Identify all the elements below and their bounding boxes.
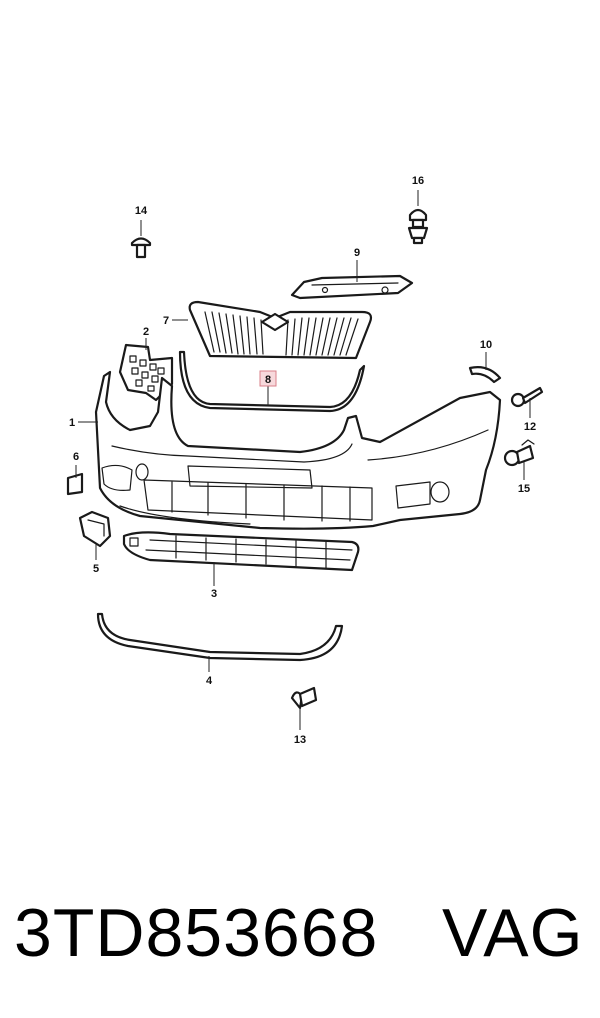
part-5-cover — [78, 510, 112, 548]
callout-14: 14 — [135, 205, 148, 217]
callout-1: 1 — [69, 417, 75, 429]
callout-3: 3 — [211, 588, 217, 600]
footer-caption: 3TD853668 VAG — [14, 888, 594, 978]
callout-4: 4 — [206, 675, 213, 687]
part-14-screw — [130, 237, 152, 259]
callout-2: 2 — [143, 326, 149, 338]
callout-labels: 14 16 9 7 8 2 10 12 15 1 6 5 3 4 13 — [69, 175, 536, 746]
part-12-screw — [510, 386, 544, 408]
callout-12: 12 — [524, 421, 536, 433]
part-number-text: 3TD853668 — [14, 895, 379, 971]
callout-13: 13 — [294, 734, 306, 746]
part-10-trim — [468, 366, 502, 384]
callout-5: 5 — [93, 563, 99, 575]
parts-diagram: 14 16 9 7 8 2 10 12 15 1 6 5 3 4 13 — [66, 175, 544, 746]
callout-10: 10 — [480, 339, 492, 351]
part-16-clip — [407, 208, 429, 245]
part-4-spoiler — [96, 612, 344, 662]
brand-text: VAG — [442, 895, 584, 971]
callout-15: 15 — [518, 483, 530, 495]
highlight-box-8 — [259, 370, 277, 387]
part-2-bracket — [118, 343, 174, 402]
part-9-bracket — [290, 274, 414, 300]
part-8-trim-strip — [178, 350, 366, 413]
callout-9: 9 — [354, 247, 360, 259]
part-13-clip — [290, 686, 318, 710]
leader-lines — [75, 190, 531, 730]
part-7-grille — [188, 300, 373, 360]
callout-8: 8 — [265, 374, 271, 386]
part-1-bumper-cover — [94, 370, 502, 530]
callout-6: 6 — [73, 451, 79, 463]
callout-7: 7 — [163, 315, 169, 327]
part-6-cap — [66, 472, 84, 496]
part-3-lower-grille — [122, 531, 360, 572]
part-15-clip — [503, 439, 535, 467]
callout-16: 16 — [412, 175, 424, 187]
